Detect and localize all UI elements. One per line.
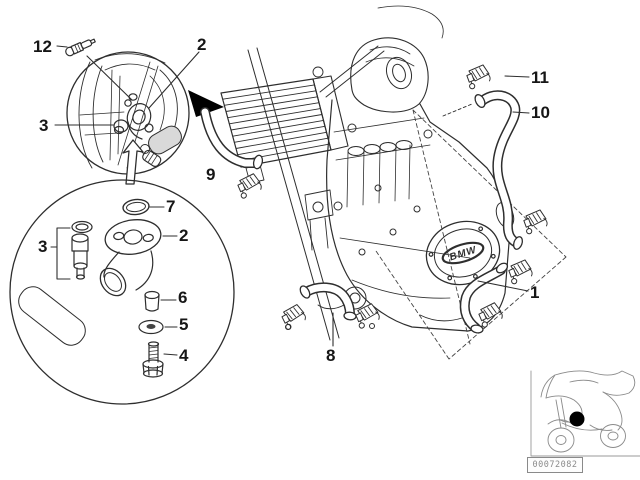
hose-10 bbox=[474, 90, 524, 250]
leader-lines bbox=[50, 45, 530, 356]
hose-clamp bbox=[521, 208, 550, 235]
flange-2 bbox=[104, 219, 162, 255]
part-number-box: 00072082 bbox=[527, 457, 583, 473]
motorcycle-thumbnail bbox=[530, 370, 640, 457]
radiator bbox=[220, 66, 349, 184]
engine bbox=[304, 5, 515, 332]
temperature-sensor-12 bbox=[65, 38, 96, 57]
hose-1 bbox=[459, 262, 509, 334]
elbow-pipe bbox=[99, 250, 154, 297]
o-ring-7 bbox=[122, 198, 150, 216]
callout-12[interactable]: 12 bbox=[33, 37, 52, 56]
hose-clamps bbox=[235, 63, 550, 331]
part-number: 00072082 bbox=[532, 460, 578, 470]
callout-6[interactable]: 6 bbox=[178, 288, 188, 307]
hose-clamp bbox=[506, 258, 535, 285]
sensor-3 bbox=[71, 220, 93, 280]
hose-clamp bbox=[353, 302, 382, 330]
hose-9 bbox=[200, 107, 264, 170]
dashed-cut-plane bbox=[375, 109, 567, 360]
washer-5 bbox=[138, 319, 164, 335]
callout-4[interactable]: 4 bbox=[179, 346, 189, 365]
callout-11[interactable]: 11 bbox=[531, 68, 549, 87]
hose-clamp bbox=[235, 172, 264, 200]
callout-3-top[interactable]: 3 bbox=[39, 116, 49, 135]
callout-1[interactable]: 1 bbox=[530, 283, 540, 302]
callout-7[interactable]: 7 bbox=[166, 197, 176, 216]
hose-clamp bbox=[279, 302, 309, 331]
callout-3-mid[interactable]: 3 bbox=[38, 237, 48, 256]
callout-8[interactable]: 8 bbox=[326, 346, 336, 365]
callout-5[interactable]: 5 bbox=[179, 315, 189, 334]
location-dot bbox=[569, 411, 585, 427]
clutch-cover: BMW bbox=[425, 220, 501, 286]
direction-arrow bbox=[188, 90, 224, 117]
exploded-view-circle bbox=[9, 179, 235, 405]
zoom-arrow bbox=[122, 139, 144, 185]
hose-clamp-11 bbox=[464, 63, 493, 90]
sleeve-6 bbox=[144, 290, 160, 312]
callout-2-mid[interactable]: 2 bbox=[179, 226, 189, 245]
callout-2-top[interactable]: 2 bbox=[197, 35, 207, 54]
callout-10[interactable]: 10 bbox=[531, 103, 550, 122]
bolt-4 bbox=[142, 341, 164, 378]
callout-9[interactable]: 9 bbox=[206, 165, 216, 184]
